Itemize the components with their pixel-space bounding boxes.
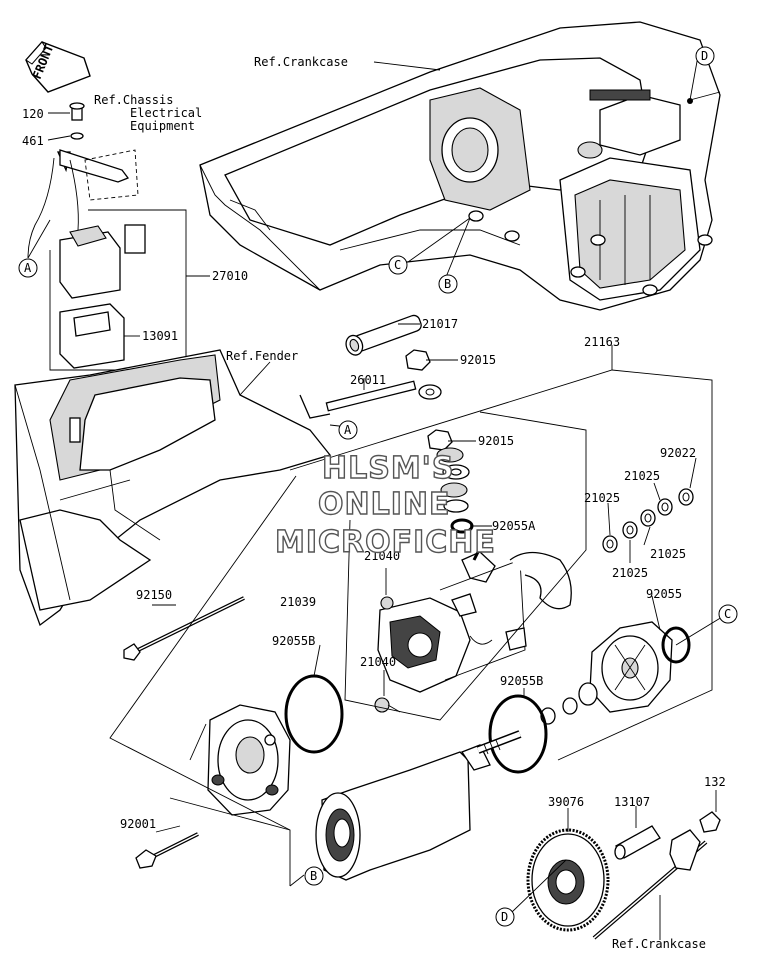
long-shaft <box>592 811 721 940</box>
label-39076: 39076 <box>548 795 584 809</box>
callout-a-2-label: A <box>344 423 352 437</box>
label-21040-a: 21040 <box>364 549 400 563</box>
relay-assembly <box>27 102 187 371</box>
label-92015-b: 92015 <box>478 434 514 448</box>
callout-a-2: A <box>338 420 358 440</box>
label-21025-a: 21025 <box>624 469 660 483</box>
label-92022: 92022 <box>660 446 696 460</box>
callout-c-2: C <box>718 604 738 624</box>
label-21025-b: 21025 <box>584 491 620 505</box>
label-461: 461 <box>22 134 44 148</box>
label-92055a: 92055A <box>492 519 536 533</box>
end-cover <box>540 621 691 725</box>
label-27010: 27010 <box>212 269 248 283</box>
watermark-line-1: HLSM'S <box>322 451 454 486</box>
through-bolt <box>123 596 245 661</box>
o-ring-right <box>488 694 548 774</box>
watermark-line-2: ONLINE <box>318 487 451 522</box>
label-92055b-right: 92055B <box>500 674 543 688</box>
callout-d-1: D <box>695 46 715 66</box>
label-92015-a: 92015 <box>460 353 496 367</box>
label-92001: 92001 <box>120 817 156 831</box>
callout-d-1-label: D <box>701 49 708 63</box>
label-21039: 21039 <box>280 595 316 609</box>
front-cover <box>207 704 291 816</box>
label-ref-chassis-1: Ref.Chassis <box>94 93 173 107</box>
callout-c-2-label: C <box>724 607 731 621</box>
label-92055: 92055 <box>646 587 682 601</box>
callout-a-1: A <box>18 258 38 278</box>
callout-d-2: D <box>495 907 515 927</box>
label-ref-fender: Ref.Fender <box>226 349 298 363</box>
label-13091: 13091 <box>142 329 178 343</box>
leader-lines <box>27 55 728 940</box>
callout-d-2-label: D <box>501 910 508 924</box>
callout-b-1: B <box>438 274 458 294</box>
label-120: 120 <box>22 107 44 121</box>
fender-drawing <box>14 349 332 627</box>
label-21040-b: 21040 <box>360 655 396 669</box>
label-21163: 21163 <box>584 335 620 349</box>
front-arrow-icon: FRONT <box>25 41 91 93</box>
starter-motor <box>315 730 522 881</box>
callout-b-2: B <box>304 866 324 886</box>
callout-c-1-label: C <box>394 258 401 272</box>
brush-holder <box>374 539 572 713</box>
watermark-line-3: MICROFICHE <box>275 525 496 560</box>
label-21025-d: 21025 <box>612 566 648 580</box>
gear-shaft <box>614 825 661 860</box>
right-washers <box>602 488 694 553</box>
callout-b-2-label: B <box>310 869 317 883</box>
label-ref-crankcase-bottom: Ref.Crankcase <box>612 937 706 951</box>
crankcase-drawing <box>199 21 721 311</box>
label-21017: 21017 <box>422 317 458 331</box>
label-132: 132 <box>704 775 726 789</box>
watermark: HLSM'S ONLINE MICROFICHE <box>274 450 496 560</box>
mount-bolt <box>135 832 199 869</box>
callout-b-1-label: B <box>444 277 451 291</box>
label-ref-crankcase-top: Ref.Crankcase <box>254 55 348 69</box>
label-26011: 26011 <box>350 373 386 387</box>
callout-a-1-label: A <box>24 261 32 275</box>
starter-cable <box>299 314 453 451</box>
label-13107: 13107 <box>614 795 650 809</box>
label-ref-chassis-2: Electrical <box>130 106 202 120</box>
idle-gear <box>526 828 610 932</box>
label-92055b-left: 92055B <box>272 634 315 648</box>
label-92150: 92150 <box>136 588 172 602</box>
label-ref-chassis-3: Equipment <box>130 119 195 133</box>
label-21025-c: 21025 <box>650 547 686 561</box>
o-ring-left <box>284 674 344 754</box>
callout-c-1: C <box>388 255 408 275</box>
